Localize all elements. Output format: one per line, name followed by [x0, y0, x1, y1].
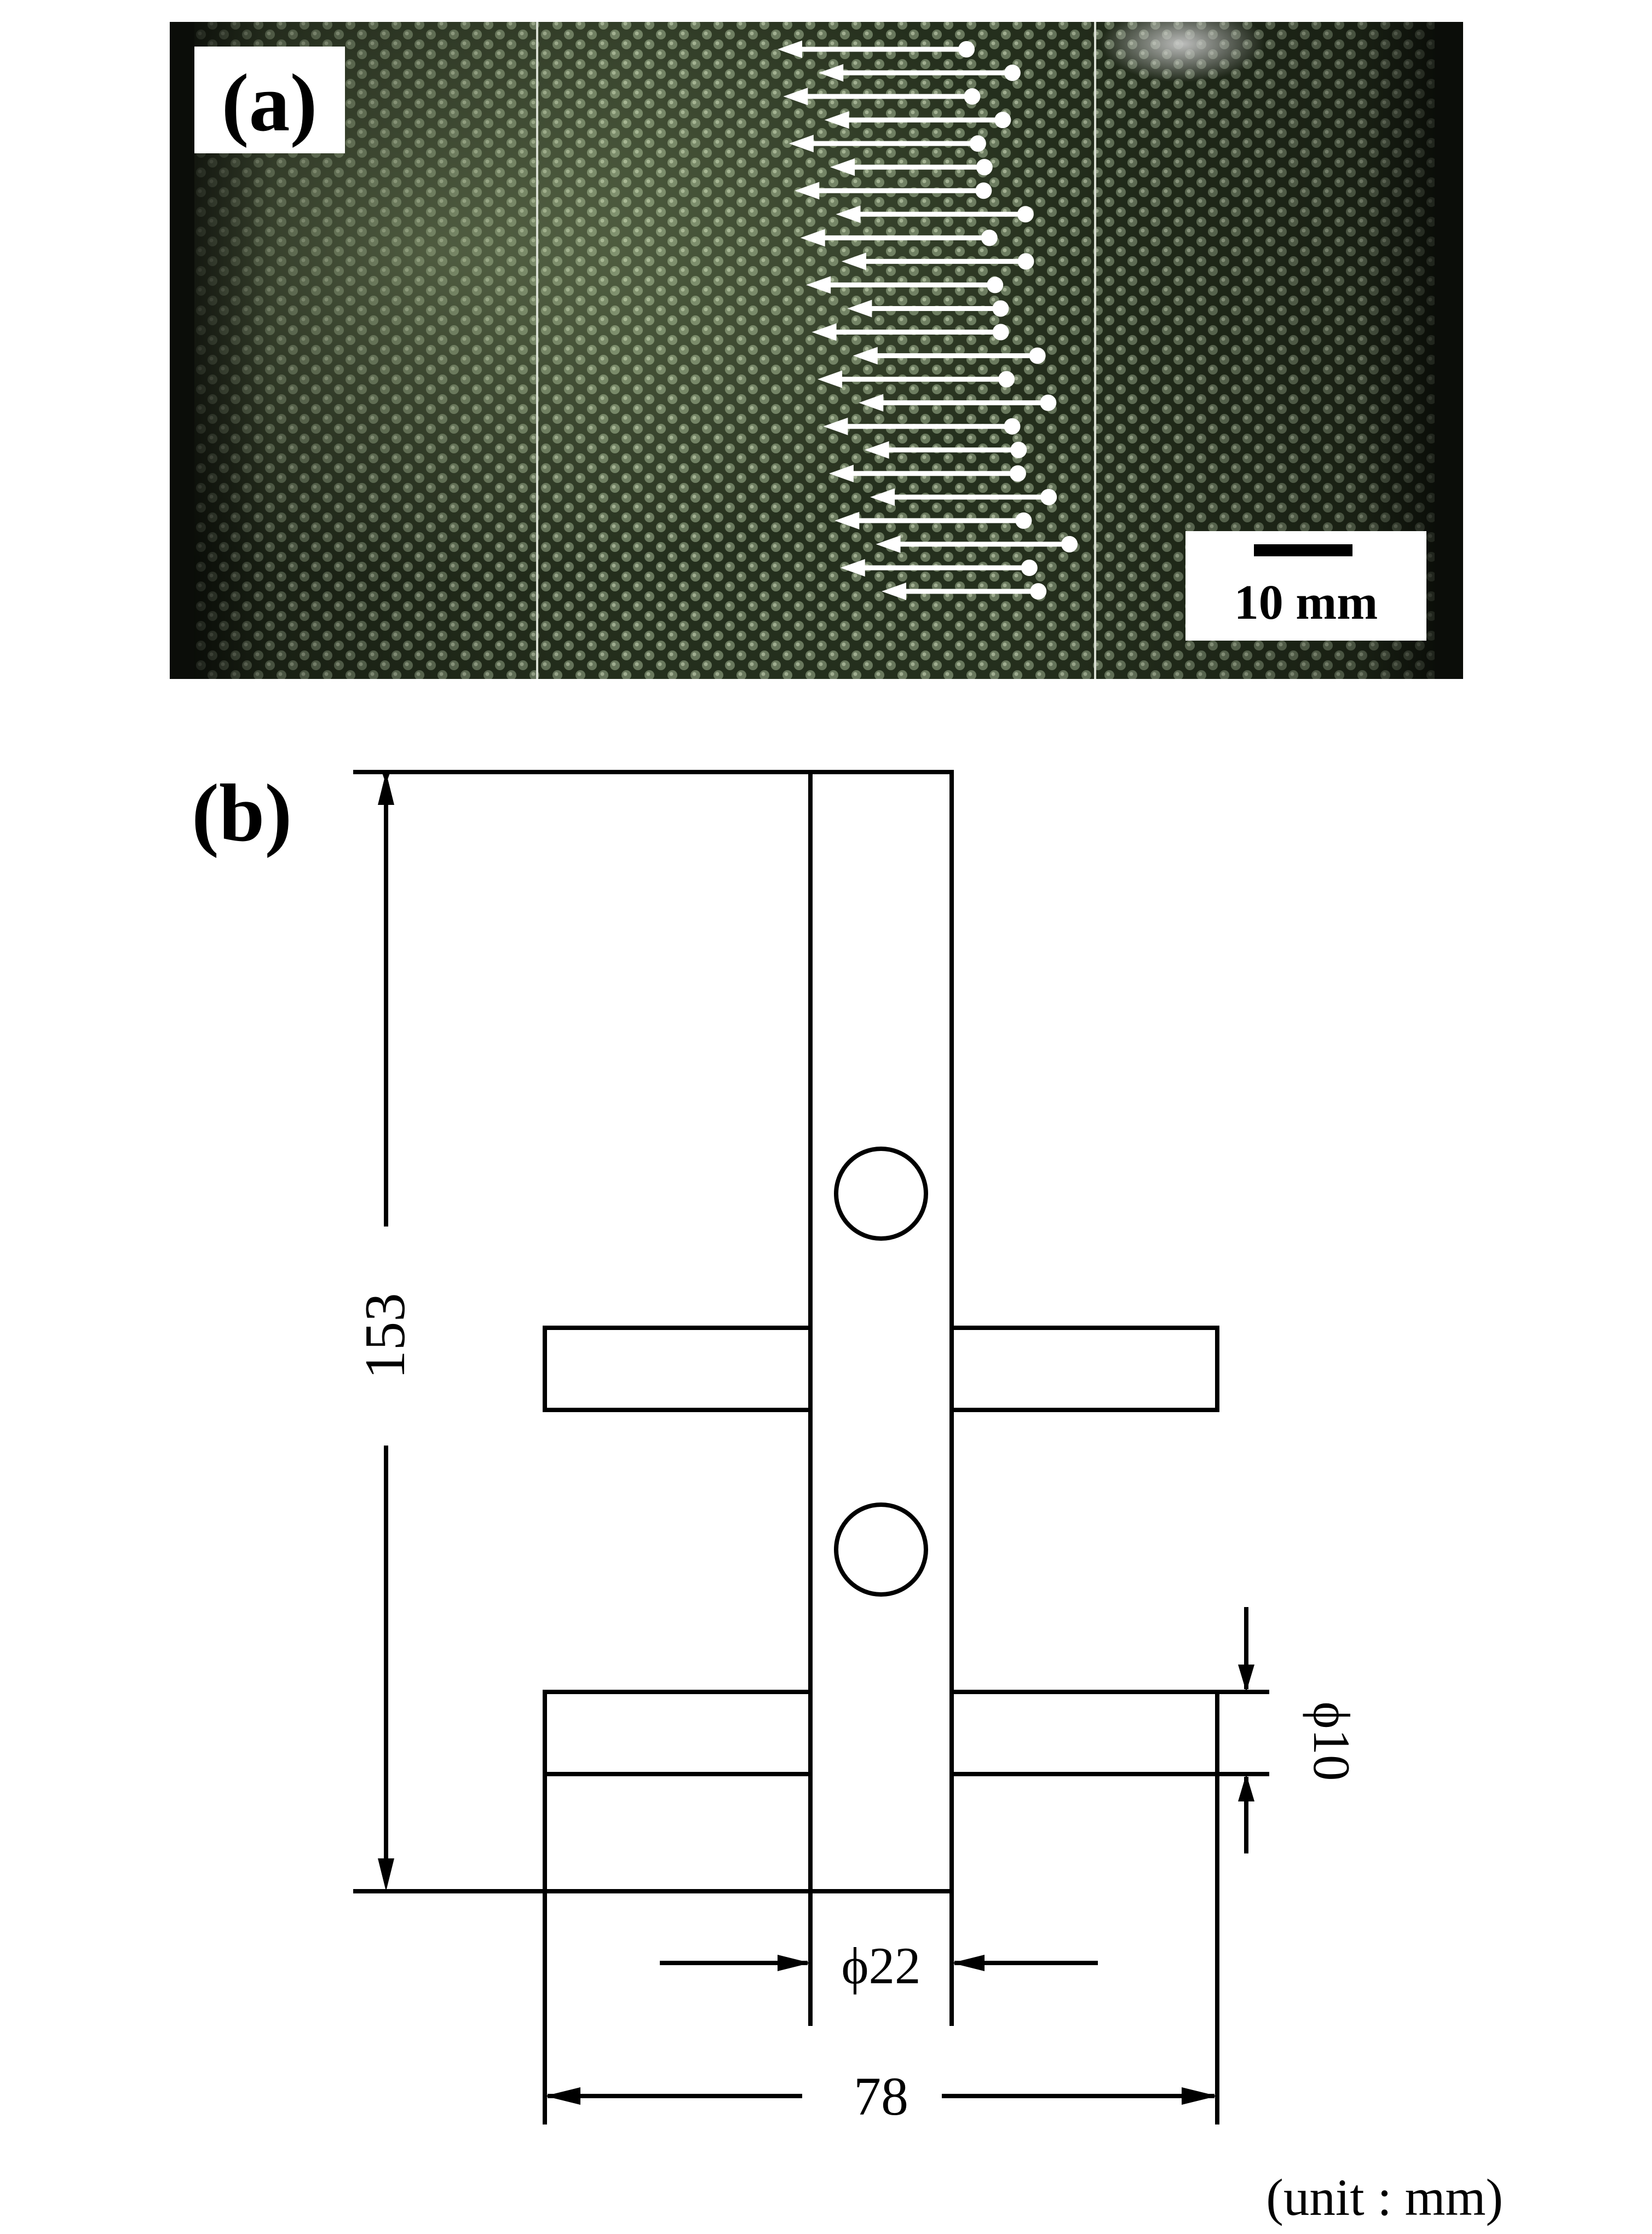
height-label: 153 — [353, 1293, 417, 1379]
velocity-arrows — [778, 41, 1078, 600]
panel-b: (b) 153 ϕ10 — [192, 768, 1503, 2226]
velocity-arrow — [795, 182, 992, 200]
velocity-arrow — [841, 252, 1034, 270]
velocity-arrow — [834, 511, 1032, 529]
velocity-arrow — [840, 558, 1038, 577]
width-label: 78 — [854, 2066, 908, 2127]
velocity-arrow — [811, 323, 1009, 341]
velocity-arrow — [864, 441, 1027, 459]
upper-pin-left — [543, 1326, 813, 1412]
velocity-arrow — [824, 111, 1011, 129]
label-b: (b) — [192, 768, 292, 859]
scale-bar-label: 10 mm — [1234, 575, 1378, 630]
shaft-diameter-dimension — [660, 1891, 1098, 2026]
velocity-arrow — [788, 135, 986, 153]
velocity-arrow — [828, 464, 1026, 482]
impeller-shaft — [808, 770, 954, 1893]
velocity-arrow — [819, 64, 1021, 82]
velocity-arrow — [823, 417, 1021, 435]
velocity-arrow — [853, 347, 1046, 365]
photo-left-edge — [170, 22, 194, 679]
width-dimension — [543, 1774, 1219, 2124]
panel-a: (a) 10 mm — [170, 5, 1463, 679]
velocity-arrow — [876, 535, 1078, 553]
velocity-arrow — [806, 276, 1004, 294]
upper-pin-right — [949, 1326, 1219, 1412]
velocity-arrow — [778, 41, 975, 58]
velocity-arrow — [783, 88, 981, 106]
unit-note: (unit : mm) — [1266, 2168, 1503, 2226]
velocity-arrow — [847, 300, 1009, 318]
photo-right-edge — [1435, 22, 1463, 679]
label-a: (a) — [222, 57, 318, 148]
velocity-arrow — [800, 229, 998, 247]
velocity-arrow — [882, 583, 1047, 600]
pin-diameter-dimension — [1217, 1607, 1269, 1853]
lower-pin-left — [543, 1690, 813, 1776]
lower-pin-right — [949, 1690, 1219, 1776]
pin-diameter-label: ϕ10 — [1303, 1701, 1361, 1781]
velocity-arrow — [859, 394, 1057, 412]
velocity-arrow — [830, 158, 993, 176]
velocity-arrow — [870, 488, 1057, 506]
shaft-diameter-label: ϕ22 — [841, 1937, 920, 1995]
label-a-box — [194, 47, 345, 153]
shaft-hole-lower — [834, 1502, 928, 1597]
shaft-hole-upper — [834, 1147, 928, 1241]
velocity-arrow — [818, 370, 1015, 388]
height-dimension — [353, 770, 810, 1893]
velocity-arrow — [836, 205, 1034, 223]
